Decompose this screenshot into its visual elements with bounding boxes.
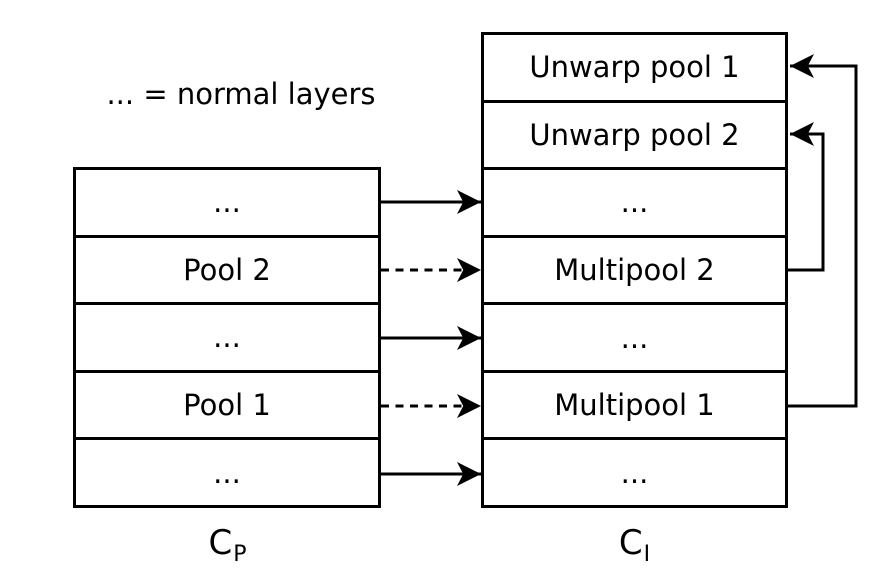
ci-label: CI — [574, 520, 694, 567]
legend-text: ... = normal layers — [106, 77, 376, 111]
ci-row-unwarp-pool-2: Unwarp pool 2 — [484, 99, 785, 168]
ci-row-normal-layers-1: ... — [484, 167, 785, 235]
feedback-arrow-multipool2-to-unwarp-pool2 — [788, 122, 825, 272]
feedback-arrow-multipool1-to-unwarp-pool1 — [788, 54, 858, 408]
ci-row-normal-layers-2: ... — [484, 302, 785, 370]
ci-label-subscript: I — [643, 542, 651, 567]
ci-label-base: C — [618, 523, 643, 563]
cp-label-base: C — [208, 523, 233, 563]
cp-column: ... Pool 2 ... Pool 1 ... — [73, 167, 381, 508]
cp-label: CP — [167, 520, 287, 567]
cp-row-pool-2: Pool 2 — [76, 234, 378, 303]
ci-column: Unwarp pool 1 Unwarp pool 2 ... Multipoo… — [481, 32, 788, 508]
ci-row-normal-layers-3: ... — [484, 437, 785, 505]
ci-row-multipool-1: Multipool 1 — [484, 369, 785, 438]
cp-label-subscript: P — [233, 542, 247, 567]
cp-row-normal-layers-top: ... — [213, 185, 241, 220]
cp-row-pool-1: Pool 1 — [76, 369, 378, 438]
ci-row-multipool-2: Multipool 2 — [484, 234, 785, 303]
cp-row-normal-layers-bottom: ... — [76, 437, 378, 505]
cp-row-normal-layers-mid: ... — [76, 302, 378, 370]
ci-row-unwarp-pool-1: Unwarp pool 1 — [529, 50, 740, 85]
